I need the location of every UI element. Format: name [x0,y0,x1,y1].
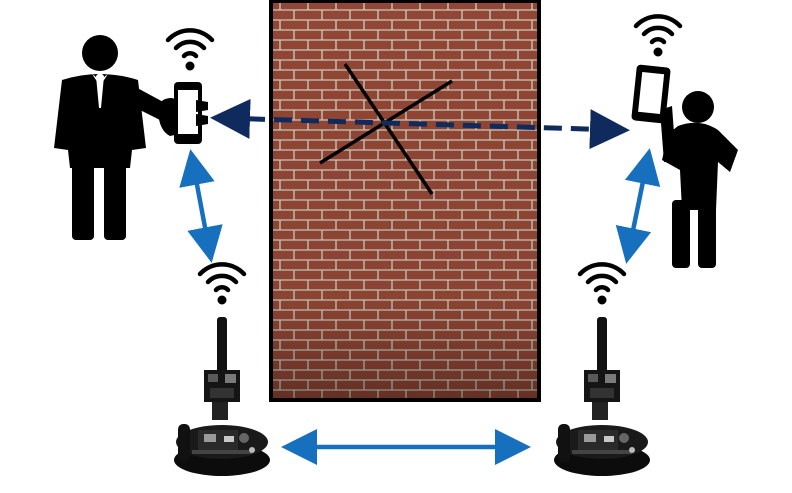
robot-right [554,264,650,476]
smartphone-icon [174,82,202,144]
person-right [631,16,738,268]
links [179,98,661,465]
wifi-icon [580,264,624,304]
blocked-link-person-to-person [210,98,630,150]
link-person-right-to-robot-right [615,148,661,264]
wifi-icon [636,16,680,56]
person-in-suit-icon [54,35,178,240]
brick-wall [269,0,541,402]
wireless-robot-board-icon [554,317,650,476]
person-silhouette-icon [660,91,738,268]
wifi-icon [200,264,244,304]
link-person-left-to-robot-left [179,149,223,263]
person-left [54,30,212,240]
wifi-icon [168,30,212,70]
wireless-robot-board-icon [174,317,270,476]
smartphone-icon [631,64,671,124]
robot-left [174,264,270,476]
